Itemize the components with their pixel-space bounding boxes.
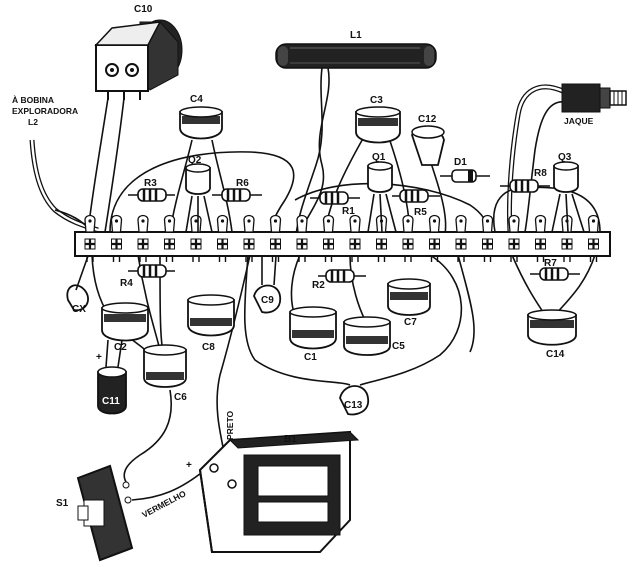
c9-capacitor [253, 255, 282, 314]
c6-capacitor [143, 344, 187, 388]
terminal-strip [74, 214, 611, 262]
label-c9: C9 [261, 295, 274, 306]
label-preto: PRETO [225, 410, 235, 440]
terminal-lug [216, 214, 229, 262]
wire-preto [216, 254, 251, 481]
label-r8: R8 [534, 168, 547, 179]
label-r5: R5 [414, 207, 427, 218]
terminal-strip-board [74, 231, 611, 257]
label-b1: B1 [284, 434, 297, 445]
terminal-lug [481, 214, 494, 262]
label-c3: C3 [370, 95, 383, 106]
terminal-lug [110, 214, 123, 262]
label-c4: C4 [190, 94, 203, 105]
terminal-lug [534, 214, 547, 262]
label-q1: Q1 [372, 152, 386, 163]
c11-capacitor [97, 339, 127, 415]
terminal-lug [163, 214, 176, 262]
label-bobina-line2: EXPLORADORA [12, 106, 78, 116]
q1-transistor [367, 161, 397, 233]
label-l2: L2 [28, 117, 38, 127]
l1-lead-a [295, 67, 323, 237]
c3-capacitor [355, 106, 401, 144]
c12-capacitor [411, 125, 445, 166]
label-c14: C14 [546, 349, 565, 360]
l1-lead-b [299, 67, 330, 237]
r5-resistor [392, 189, 440, 203]
s1-switch [76, 464, 134, 562]
r6-resistor [212, 188, 262, 202]
label-r1: R1 [342, 206, 355, 217]
terminal-lug [137, 214, 149, 262]
label-q2: Q2 [188, 155, 202, 166]
label-r2: R2 [312, 280, 325, 291]
wire-s1 [123, 389, 172, 486]
label-c11: C11 [102, 396, 120, 407]
terminal-lug [349, 214, 361, 262]
l1-ferrite-coil [275, 43, 437, 69]
c10-lead-b [104, 97, 125, 233]
label-vermelho: VERMELHO [140, 488, 188, 520]
terminal-lug [296, 214, 308, 262]
label-d1: D1 [454, 157, 467, 168]
terminal-lug [428, 214, 441, 262]
c10-variable-capacitor [94, 19, 183, 100]
label-bobina-line1: À BOBINA [12, 95, 54, 105]
label-c12: C12 [418, 114, 437, 125]
jack-connector [561, 83, 627, 113]
terminal-lug [508, 214, 520, 262]
label-r7: R7 [544, 258, 557, 269]
cx-capacitor [66, 255, 89, 312]
wiring [29, 67, 601, 501]
label-c7: C7 [404, 317, 417, 328]
label-l1: L1 [350, 30, 362, 41]
terminal-lug [587, 214, 600, 262]
label-s1: S1 [56, 498, 69, 509]
label-c8: C8 [202, 342, 215, 353]
c14-capacitor [527, 309, 577, 346]
label-plus-c11: + [96, 352, 102, 363]
terminal-lug [402, 214, 414, 262]
terminal-lug [455, 214, 467, 262]
d1-diode [440, 169, 490, 183]
c7-capacitor [387, 278, 431, 316]
q2-transistor [185, 163, 213, 233]
c8-capacitor [187, 294, 235, 337]
label-c1: C1 [304, 352, 317, 363]
label-c2: C2 [114, 342, 127, 353]
label-cx: CX [72, 304, 86, 315]
c5-capacitor [343, 316, 391, 356]
c1-capacitor [289, 306, 337, 350]
c4-capacitor [179, 106, 223, 140]
terminal-lug [243, 214, 255, 262]
r2-resistor [318, 269, 366, 283]
terminal-lugs [84, 214, 600, 262]
label-c13: C13 [344, 400, 363, 411]
r7-resistor [530, 267, 580, 281]
wire-vermelho [131, 469, 206, 501]
label-r3: R3 [144, 178, 157, 189]
terminal-lug [84, 214, 96, 262]
b1-battery-holder [198, 430, 360, 553]
c2-capacitor [101, 302, 149, 342]
label-r6: R6 [236, 178, 249, 189]
label-plus-b1: + [186, 460, 192, 471]
top-loop-wire [109, 151, 295, 237]
terminal-lug [269, 214, 282, 262]
r4-resistor [128, 264, 175, 278]
terminal-lug [322, 214, 335, 262]
label-c6: C6 [174, 392, 187, 403]
r1-resistor [310, 191, 360, 205]
label-c5: C5 [392, 341, 405, 352]
r3-resistor [128, 188, 175, 202]
label-q3: Q3 [558, 152, 572, 163]
label-jaque: JAQUE [564, 116, 594, 126]
r8-resistor [500, 179, 550, 193]
label-c10: C10 [134, 4, 153, 15]
label-r4: R4 [120, 278, 133, 289]
q3-transistor [551, 161, 585, 233]
c10-lead-a [87, 97, 109, 233]
c13-capacitor [339, 385, 369, 416]
